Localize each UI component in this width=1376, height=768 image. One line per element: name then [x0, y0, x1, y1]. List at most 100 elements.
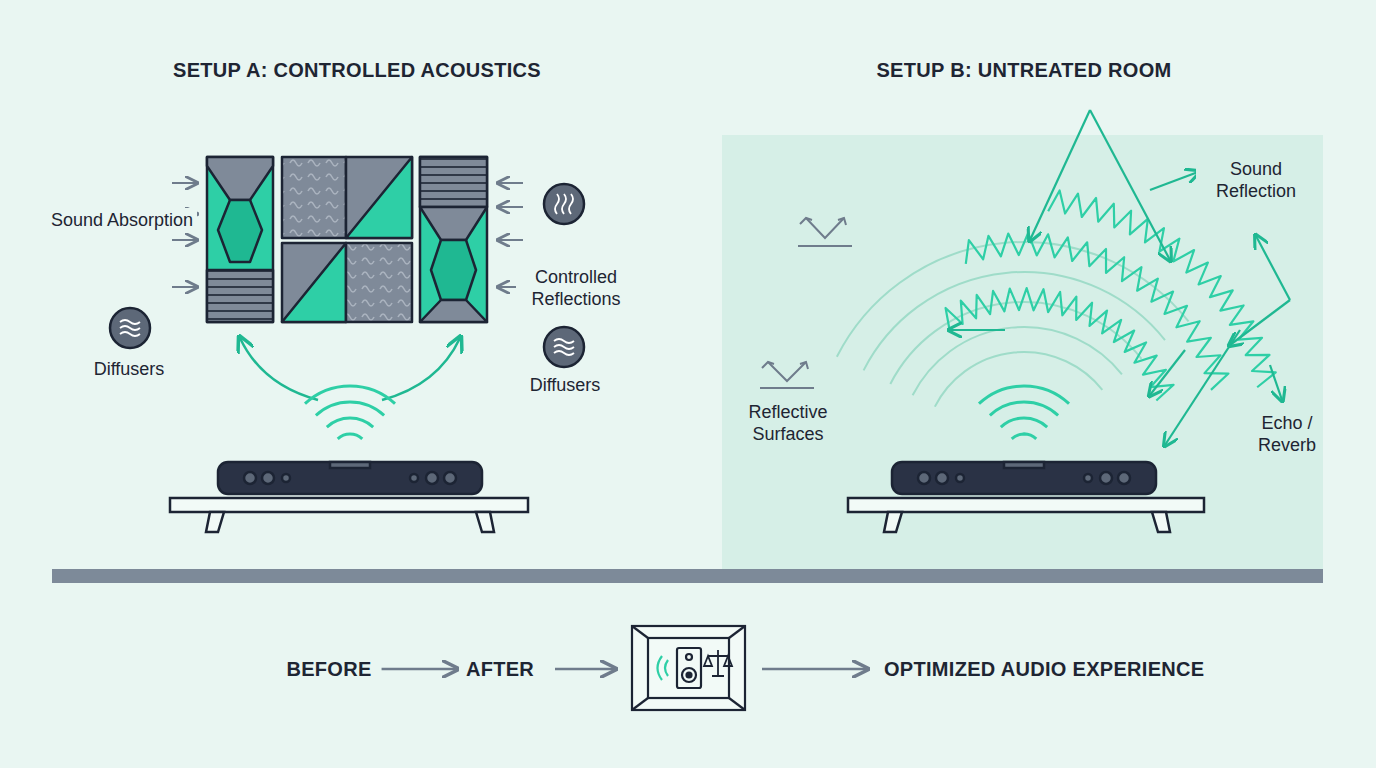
soundbar: [262, 472, 274, 484]
flow-step: OPTIMIZED AUDIO EXPERIENCE: [880, 656, 1208, 683]
absorption-arrows: [172, 182, 196, 184]
acoustic-panels: [282, 157, 346, 238]
optimized-room-icon: [632, 626, 648, 638]
soundbar: [1100, 472, 1112, 484]
divider-bar: [52, 569, 1323, 583]
soundbar: [330, 462, 370, 468]
acoustic-panels: [431, 240, 476, 300]
sound-waves: [913, 327, 1122, 395]
shelf: [848, 498, 1204, 512]
optimized-room-icon: [632, 698, 648, 710]
shelf: [170, 498, 1204, 532]
soundbar: [1004, 462, 1044, 468]
absorption-arrows: [172, 239, 196, 241]
absorption-arrows: [499, 239, 523, 241]
echo-zigzag: [946, 190, 1276, 400]
sound-waves: [327, 418, 373, 427]
reflection-arrows: [1256, 236, 1290, 300]
soundbar: [282, 474, 290, 482]
reflective-surface-icon: [800, 362, 808, 369]
sound-waves: [1012, 434, 1037, 439]
optimized-room-icon: [648, 638, 729, 698]
sound-waves: [338, 434, 363, 439]
acoustic-panels: [218, 200, 262, 262]
shelf: [206, 512, 224, 532]
sound-waves: [305, 386, 395, 439]
sound-waves: [837, 242, 1189, 407]
reflective-surface-icon: [838, 218, 846, 225]
reflective-surface-icon: [760, 387, 814, 389]
diffuser-icon: [110, 308, 150, 348]
sound-waves: [935, 352, 1102, 407]
sound-waves: [316, 402, 384, 415]
flow-arrows: [762, 668, 866, 671]
diffuser-icon: [555, 194, 573, 214]
callout-label: Sound Reflection: [1196, 157, 1316, 203]
diffuser-icon: [544, 327, 584, 367]
reflection-arrows: [240, 338, 318, 400]
room-panel: [722, 135, 1323, 569]
soundbar: [218, 462, 482, 494]
echo-zigzag: [1048, 190, 1276, 387]
reflection-arrows: [382, 338, 460, 400]
optimized-room-icon: [632, 626, 745, 710]
reflection-arrows: [1150, 172, 1198, 190]
optimized-room-icon: [729, 698, 745, 710]
sound-waves: [979, 386, 1069, 439]
flow-arrows: [555, 668, 614, 671]
sound-waves: [990, 402, 1058, 415]
optimized-room-icon: [729, 626, 745, 638]
optimized-room-icon: [677, 648, 701, 688]
callout-label: Controlled Reflections: [516, 265, 636, 311]
diffuser-icon: [554, 339, 574, 355]
reflection-arrows: [1090, 110, 1170, 260]
acoustic-panels: [346, 157, 412, 238]
soundbar: [936, 472, 948, 484]
section-title: SETUP A: CONTROLLED ACOUSTICS: [170, 58, 544, 82]
reflective-surface-icon: [800, 218, 812, 224]
acoustic-panels: [207, 157, 273, 200]
sound-waves: [837, 242, 1189, 357]
soundbar: [444, 472, 456, 484]
reflection-arrows: [1270, 365, 1282, 400]
acoustic-panels: [207, 157, 273, 322]
soundbar: [218, 462, 1156, 494]
shelf: [476, 512, 494, 532]
flow-arrow: [382, 668, 456, 671]
acoustic-panels: [207, 270, 273, 322]
reflection-arrows: [1150, 350, 1185, 395]
acoustic-panels: [346, 157, 412, 238]
step-label: OPTIMIZED AUDIO EXPERIENCE: [884, 658, 1204, 681]
diffuser-icon: [120, 320, 140, 336]
acoustic-panels: [207, 157, 487, 322]
acoustic-panels: [346, 243, 412, 322]
reflective-surface-icon: [760, 218, 852, 388]
acoustic-panels: [420, 157, 487, 207]
optimized-room-icon: [658, 656, 669, 680]
absorption-arrows: [172, 183, 523, 287]
optimized-room-icon: [704, 650, 732, 676]
sound-waves: [979, 386, 1069, 404]
callout-label: Diffusers: [510, 373, 620, 397]
echo-zigzag: [946, 288, 1174, 401]
acoustic-panels: [420, 300, 487, 322]
echo-zigzag: [966, 233, 1229, 390]
callout-label: Sound Absorption: [47, 208, 197, 232]
acoustic-panels: [282, 243, 346, 322]
acoustic-panels: [420, 157, 487, 322]
soundbar: [426, 472, 438, 484]
section-title: SETUP B: UNTREATED ROOM: [873, 58, 1174, 82]
soundbar: [956, 474, 964, 482]
soundbar: [410, 474, 418, 482]
shelf: [1152, 512, 1170, 532]
flow-step: AFTER: [462, 656, 538, 683]
soundbar: [892, 462, 1156, 494]
optimized-room-icon: [632, 626, 745, 710]
reflection-arrows: [1230, 300, 1290, 345]
reflective-surface-icon: [806, 218, 844, 238]
sound-waves: [305, 386, 395, 404]
diffuser-icon: [544, 184, 584, 224]
